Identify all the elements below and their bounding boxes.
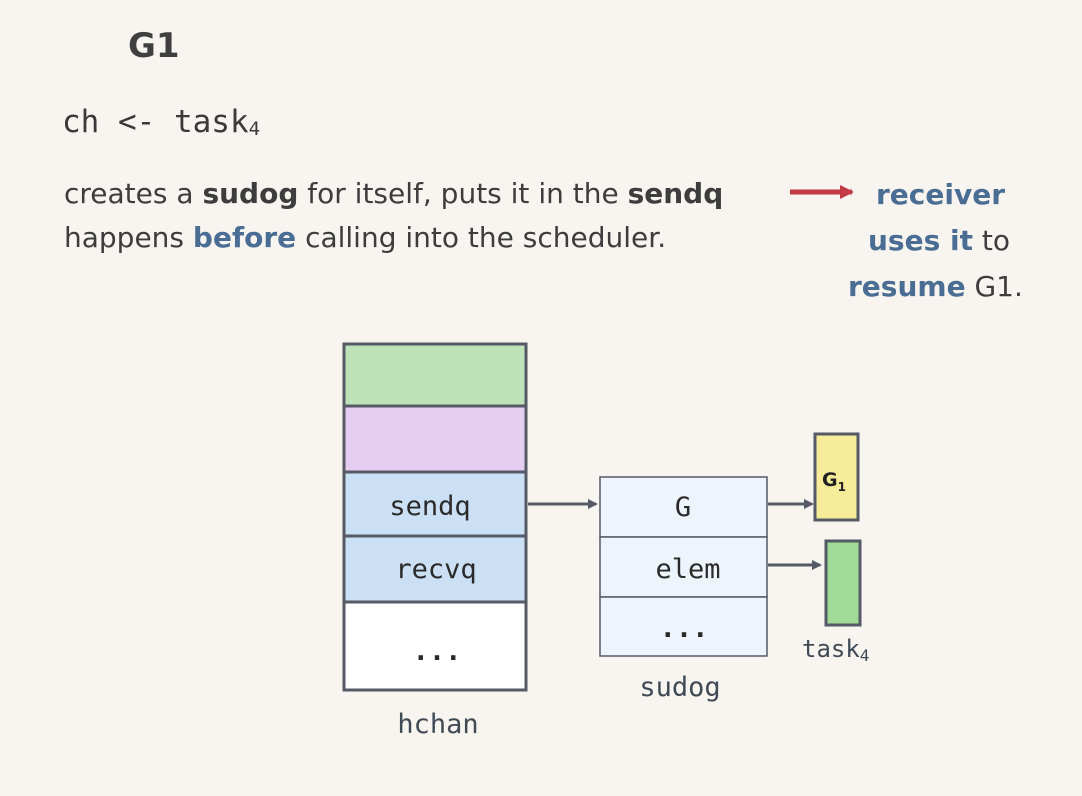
hchan-recvq-label: recvq xyxy=(395,554,476,585)
desc-sendq-term: sendq xyxy=(627,177,724,210)
receiver-text: to xyxy=(973,224,1011,257)
hchan-field-1 xyxy=(342,342,528,408)
resume-term: resume xyxy=(848,270,966,303)
hchan-ellipsis: ... xyxy=(413,636,462,667)
hchan-struct: sendq recvq ... hchan xyxy=(342,342,528,740)
desc-sudog-term: sudog xyxy=(202,177,299,210)
sudog-elem-label: elem xyxy=(655,554,720,585)
g1-label: G1 xyxy=(822,469,846,494)
desc-text: happens xyxy=(64,221,193,254)
hchan-caption: hchan xyxy=(397,709,478,740)
sudog-field-g xyxy=(599,476,768,538)
receiver-line-3: resume G1. xyxy=(840,264,1040,310)
hchan-field-recvq xyxy=(342,534,528,604)
task4-box xyxy=(824,539,862,627)
hchan-field-2 xyxy=(342,404,528,474)
hchan-sendq-label: sendq xyxy=(389,491,470,522)
receiver-text: G1. xyxy=(965,270,1023,303)
hchan-field-rest xyxy=(342,600,528,692)
sudog-caption: sudog xyxy=(639,672,720,703)
send-statement-subscript: 4 xyxy=(248,118,261,140)
description-line-2: happens before calling into the schedule… xyxy=(64,216,723,260)
desc-before-term: before xyxy=(192,221,297,254)
description-line-1: creates a sudog for itself, puts it in t… xyxy=(64,172,723,216)
hchan-field-sendq xyxy=(342,470,528,538)
receiver-line-1: receiver xyxy=(840,172,1040,218)
desc-text: creates a xyxy=(64,177,203,210)
receiver-note: receiver uses it to resume G1. xyxy=(840,172,1040,310)
task4-caption: task4 xyxy=(802,635,869,665)
send-statement: ch <- task4 xyxy=(62,104,260,140)
g1-box xyxy=(813,432,860,522)
sudog-struct: G elem ... sudog xyxy=(599,476,768,703)
description: creates a sudog for itself, puts it in t… xyxy=(64,172,723,260)
sudog-ellipsis: ... xyxy=(660,613,709,644)
desc-text: calling into the scheduler. xyxy=(296,221,667,254)
sudog-field-rest xyxy=(599,596,768,657)
sudog-g-label: G xyxy=(675,492,691,523)
desc-text: for itself, puts it in the xyxy=(298,177,628,210)
send-statement-text: ch <- task xyxy=(62,104,249,140)
uses-it-term: uses it xyxy=(868,224,973,257)
goroutine-title: G1 xyxy=(128,26,180,66)
sudog-field-elem xyxy=(599,536,768,598)
receiver-line-2: uses it to xyxy=(840,218,1040,264)
receiver-term: receiver xyxy=(876,178,1006,211)
